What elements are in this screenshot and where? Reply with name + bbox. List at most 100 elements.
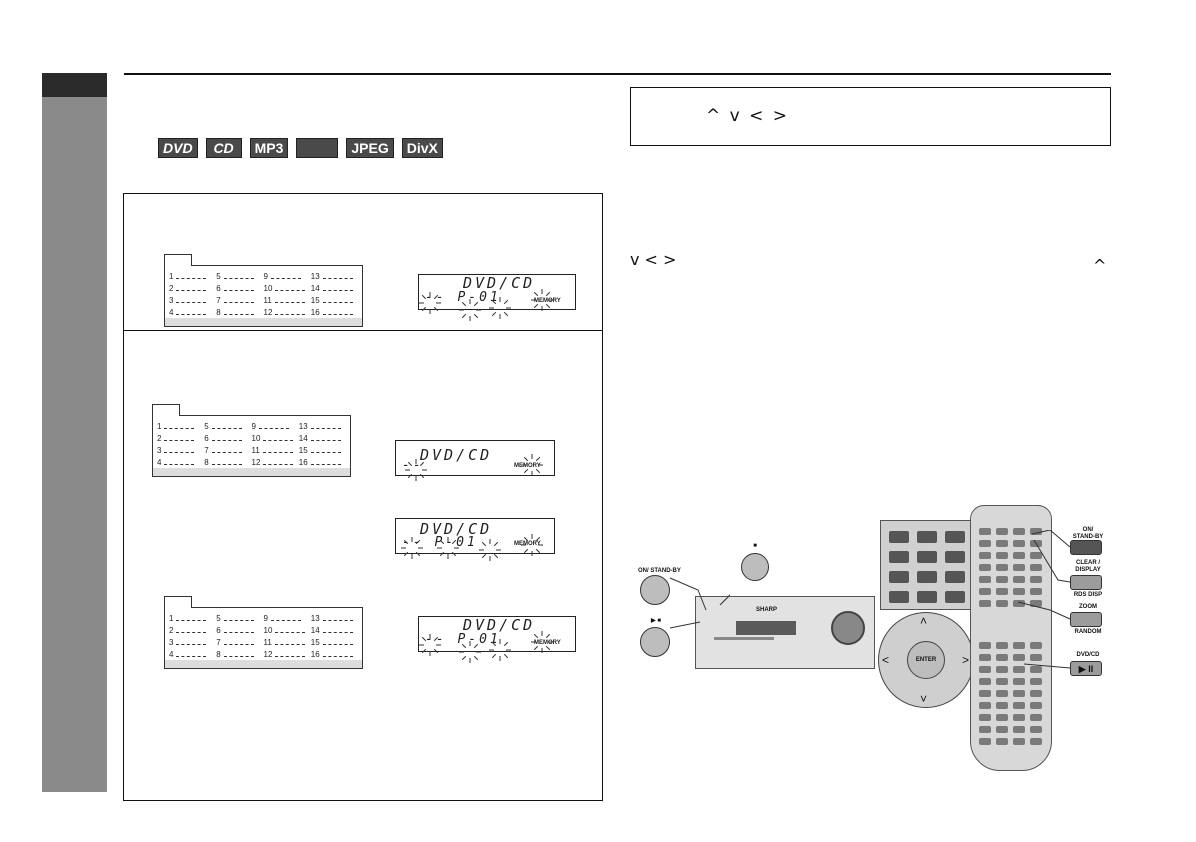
enter-button[interactable] [907,641,945,679]
remote-button[interactable] [979,528,991,535]
remote-button[interactable] [996,690,1008,697]
remote-button[interactable] [1013,642,1025,649]
remote-button[interactable] [1013,588,1025,595]
keypad-button[interactable] [945,571,965,583]
remote-button[interactable] [979,702,991,709]
remote-button[interactable] [979,552,991,559]
clear-display-button[interactable] [1070,575,1102,590]
lcd-memory-indicator: MEMORY [534,298,561,304]
remote-button[interactable] [996,540,1008,547]
remote-button[interactable] [1030,600,1042,607]
remote-button[interactable] [1030,738,1042,745]
remote-button[interactable] [996,702,1008,709]
remote-button[interactable] [1013,552,1025,559]
keypad-button[interactable] [917,551,937,563]
remote-button[interactable] [979,588,991,595]
program-slot: 5 [216,614,263,624]
remote-button[interactable] [979,654,991,661]
program-slot: 9 [264,272,311,282]
remote-button[interactable] [1013,702,1025,709]
remote-button[interactable] [996,738,1008,745]
remote-button[interactable] [996,588,1008,595]
remote-button[interactable] [996,552,1008,559]
keypad-button[interactable] [917,531,937,543]
remote-button[interactable] [979,726,991,733]
remote-button[interactable] [1013,714,1025,721]
remote-button[interactable] [1013,726,1025,733]
remote-button[interactable] [996,564,1008,571]
unit-on-standby-button[interactable] [640,575,670,605]
remote-button[interactable] [1030,642,1042,649]
remote-button[interactable] [996,642,1008,649]
remote-button[interactable] [979,642,991,649]
remote-button[interactable] [979,600,991,607]
program-slot: 15 [311,296,358,306]
remote-button[interactable] [996,600,1008,607]
remote-button[interactable] [1030,564,1042,571]
remote-button[interactable] [996,678,1008,685]
keypad-button[interactable] [889,571,909,583]
remote-button[interactable] [1013,738,1025,745]
remote-button[interactable] [996,726,1008,733]
disc-slot [714,637,774,640]
program-slot: 15 [299,446,346,456]
keypad-button[interactable] [889,531,909,543]
zoom-button[interactable] [1070,612,1102,627]
remote-button[interactable] [1013,678,1025,685]
keypad-button[interactable] [889,591,909,603]
keypad-button[interactable] [945,591,965,603]
program-slot: 1 [169,272,216,282]
remote-button[interactable] [979,666,991,673]
program-slot: 2 [169,626,216,636]
remote-button[interactable] [1030,666,1042,673]
unit-display [736,621,796,635]
remote-button[interactable] [1030,714,1042,721]
remote-button[interactable] [1030,576,1042,583]
on-standby-button[interactable] [1070,540,1102,555]
keypad-button[interactable] [945,551,965,563]
remote-button[interactable] [1013,690,1025,697]
volume-knob[interactable] [831,611,865,645]
remote-button[interactable] [996,666,1008,673]
unit-play-stop-button[interactable] [640,627,670,657]
badge-jpeg: JPEG [346,138,394,158]
remote-button[interactable] [1030,678,1042,685]
section-tab [42,73,107,97]
keypad-button[interactable] [889,551,909,563]
remote-button[interactable] [996,714,1008,721]
remote-button[interactable] [1013,564,1025,571]
remote-button[interactable] [979,564,991,571]
remote-button[interactable] [1013,528,1025,535]
keypad-button[interactable] [917,571,937,583]
remote-button[interactable] [1030,552,1042,559]
remote-button[interactable] [1013,576,1025,583]
remote-button[interactable] [979,540,991,547]
play-pause-button[interactable]: ▶ II [1070,661,1102,676]
remote-button[interactable] [1030,654,1042,661]
remote-button[interactable] [996,528,1008,535]
remote-button[interactable] [1013,666,1025,673]
remote-button[interactable] [1030,690,1042,697]
remote-button[interactable] [1013,654,1025,661]
remote-button[interactable] [1030,588,1042,595]
unit-stop-button[interactable] [741,553,769,581]
remote-button[interactable] [1030,528,1042,535]
remote-button[interactable] [979,690,991,697]
remote-button[interactable] [996,654,1008,661]
remote-button[interactable] [979,714,991,721]
zoom-label: ZOOM [1079,604,1097,610]
remote-button[interactable] [979,678,991,685]
remote-button[interactable] [996,576,1008,583]
keypad-button[interactable] [945,531,965,543]
remote-button[interactable] [1030,726,1042,733]
dpad-right-icon: > [962,653,970,667]
remote-button[interactable] [1013,540,1025,547]
program-slot: 12 [264,650,311,660]
keypad-button[interactable] [917,591,937,603]
random-label: RANDOM [1074,629,1102,635]
remote-button[interactable] [1013,600,1025,607]
remote-button[interactable] [979,738,991,745]
remote-button[interactable] [979,576,991,583]
remote-button[interactable] [1030,702,1042,709]
